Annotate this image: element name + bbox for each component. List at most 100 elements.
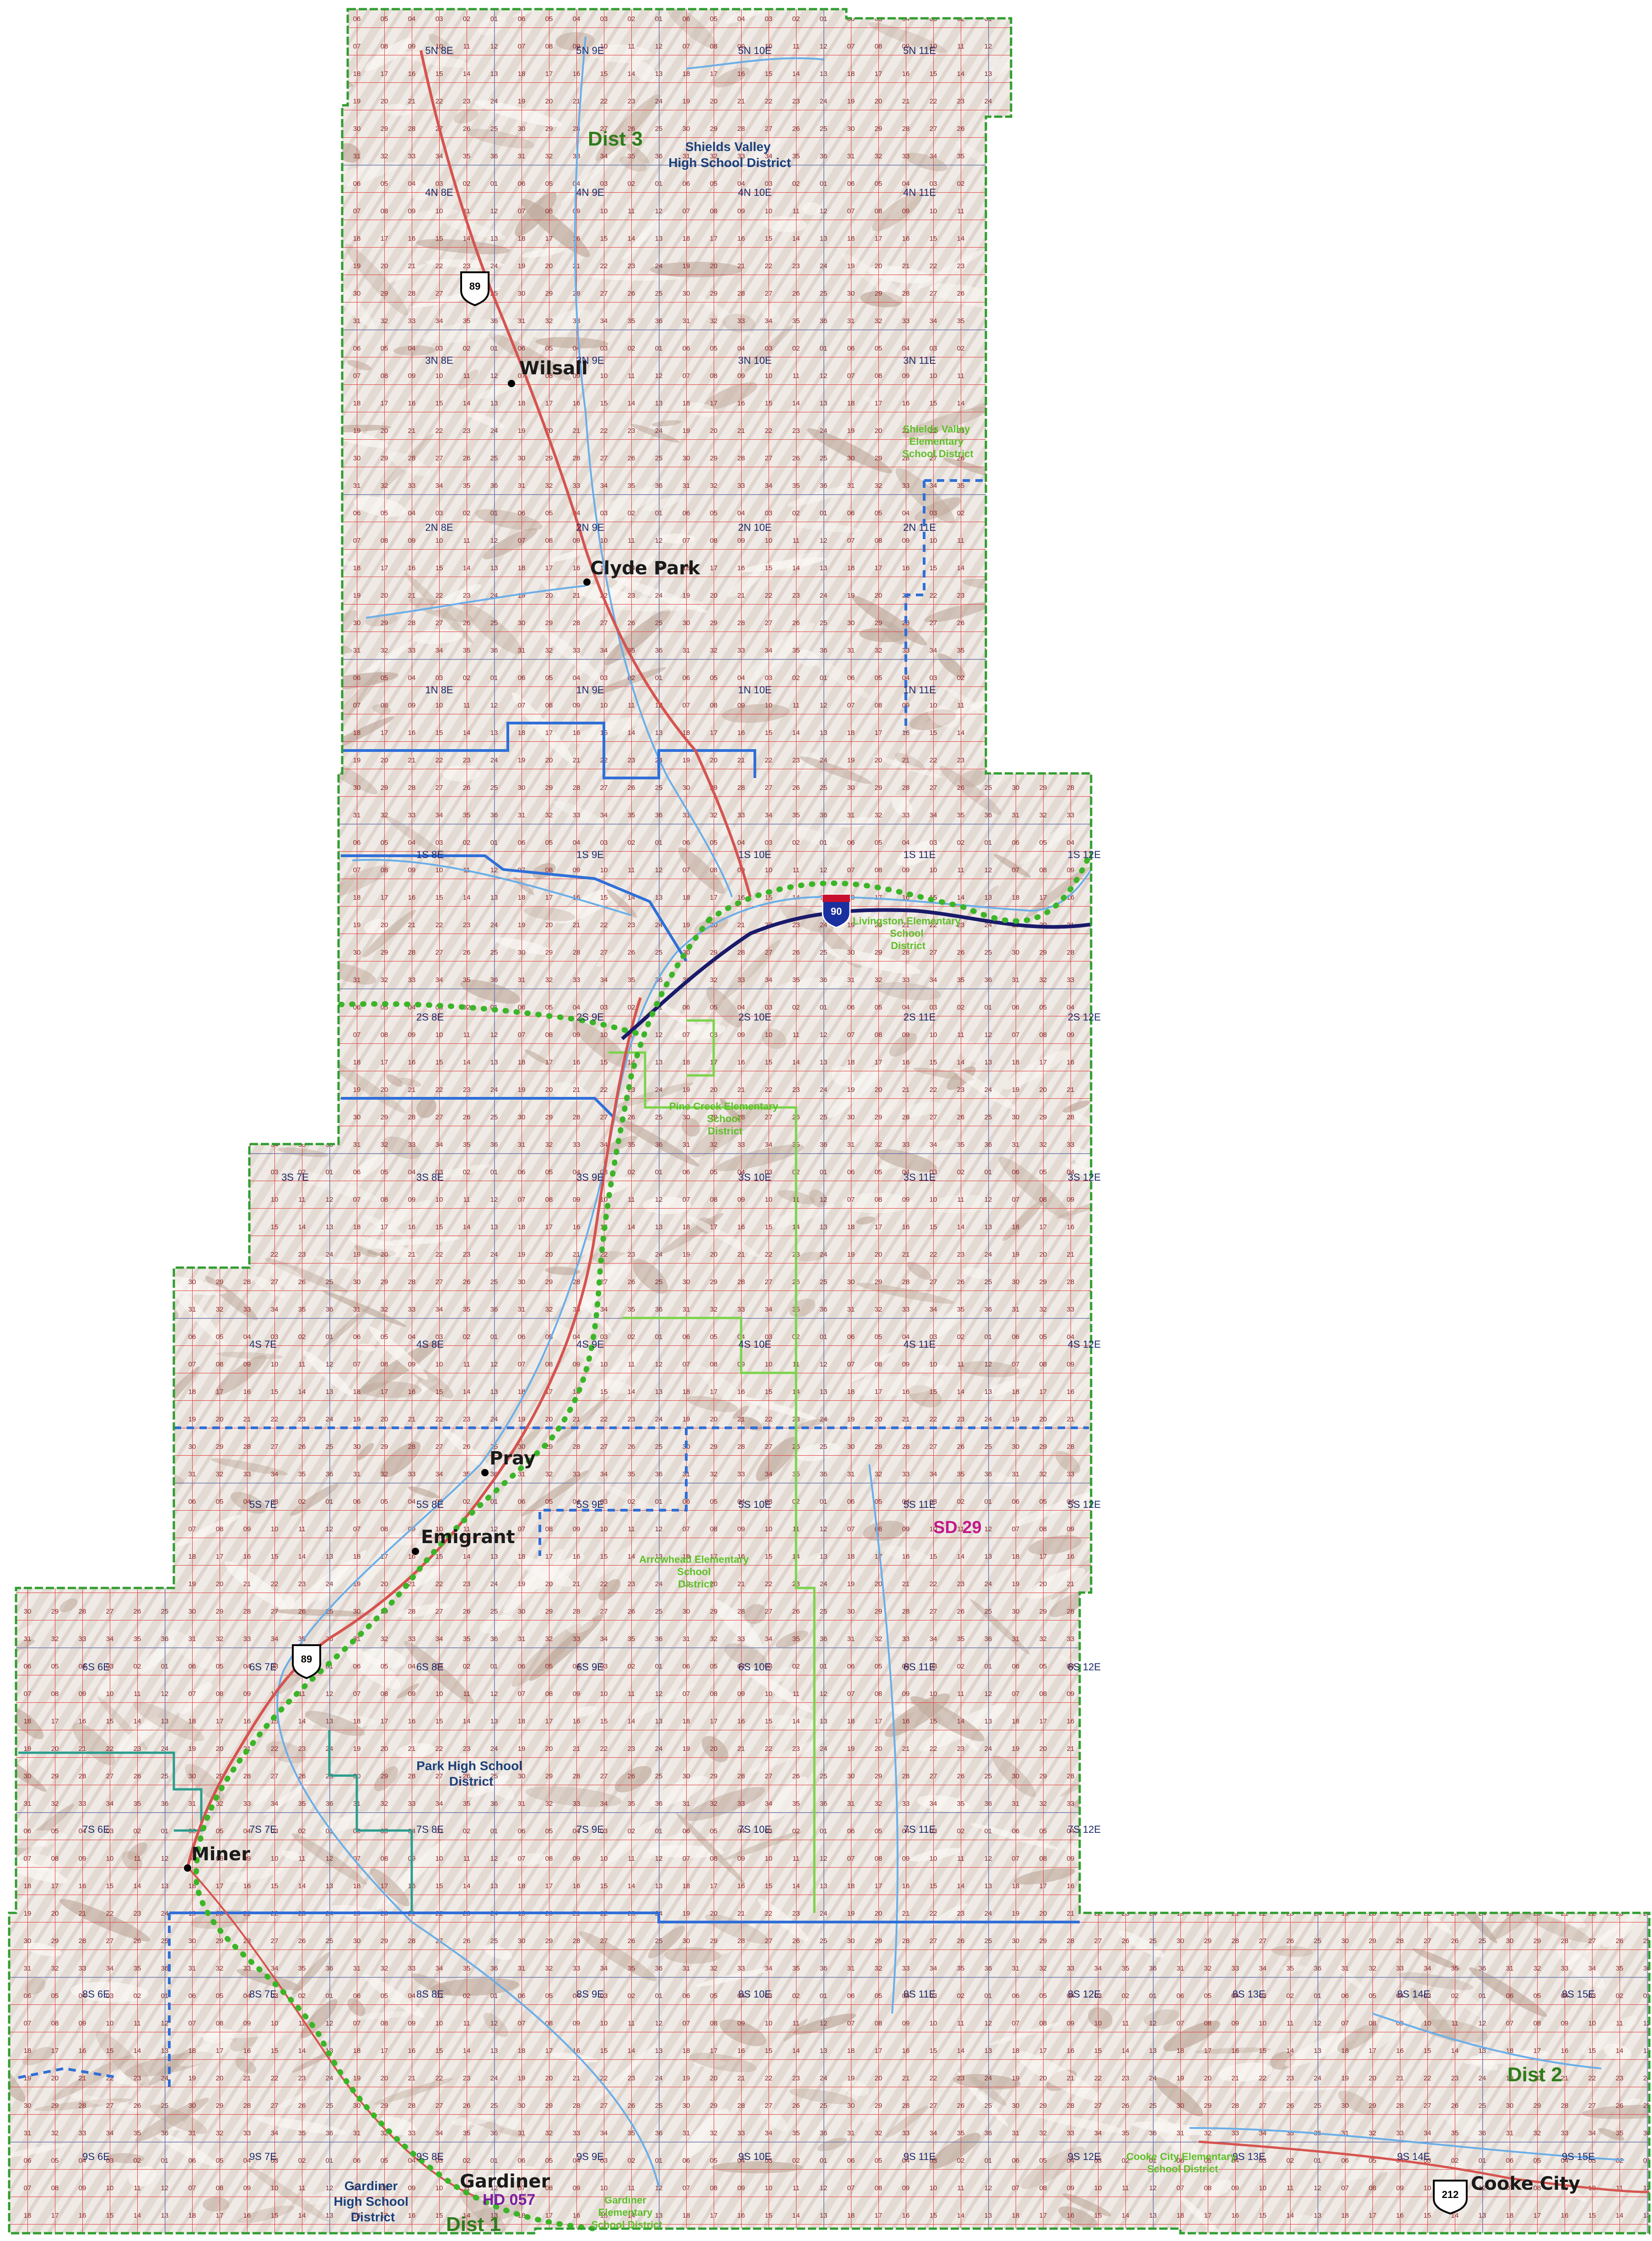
section-number: 08 bbox=[51, 866, 59, 874]
section-number: 27 bbox=[271, 1113, 279, 1121]
section-number: 07 bbox=[1177, 372, 1184, 380]
section-number: 34 bbox=[106, 1635, 114, 1643]
section-number: 14 bbox=[792, 564, 800, 572]
section-number: 09 bbox=[1067, 1690, 1075, 1698]
terrain-ridge bbox=[1391, 869, 1411, 889]
section-number: 19 bbox=[518, 756, 526, 764]
section-number: 14 bbox=[463, 1717, 471, 1725]
section-number: 30 bbox=[1341, 1608, 1349, 1615]
section-number: 12 bbox=[1149, 1690, 1157, 1698]
section-number: 08 bbox=[875, 43, 883, 50]
section-number: 14 bbox=[298, 1058, 306, 1066]
terrain-ridge bbox=[23, 797, 74, 836]
section-number: 09 bbox=[408, 207, 416, 215]
terrain-ridge bbox=[129, 897, 156, 911]
section-number: 01 bbox=[1643, 674, 1651, 682]
section-number: 06 bbox=[518, 1827, 526, 1835]
section-number: 12 bbox=[161, 1690, 169, 1698]
section-number: 32 bbox=[51, 1800, 59, 1808]
section-number: 09 bbox=[1067, 1361, 1075, 1368]
terrain-ridge bbox=[1111, 691, 1127, 707]
terrain-ridge bbox=[1373, 1813, 1406, 1825]
section-number: 27 bbox=[1424, 1608, 1431, 1615]
section-number: 23 bbox=[298, 1415, 306, 1423]
section-number: 10 bbox=[271, 866, 279, 874]
section-number: 14 bbox=[463, 400, 471, 407]
section-number: 33 bbox=[737, 1306, 745, 1313]
section-number: 18 bbox=[24, 1882, 32, 1890]
terrain-ridge bbox=[1269, 417, 1293, 439]
section-number: 29 bbox=[51, 1772, 59, 1780]
section-number: 09 bbox=[79, 1031, 86, 1039]
section-number: 07 bbox=[188, 866, 196, 874]
section-number: 01 bbox=[1314, 1168, 1322, 1176]
section-number: 06 bbox=[1012, 1004, 1020, 1011]
section-number: 11 bbox=[1451, 1361, 1458, 1368]
section-number: 13 bbox=[655, 1882, 663, 1890]
section-number: 36 bbox=[490, 1141, 498, 1149]
section-number: 36 bbox=[326, 317, 334, 325]
section-number: 32 bbox=[381, 1800, 388, 1808]
section-number: 36 bbox=[1643, 976, 1651, 984]
section-number: 06 bbox=[683, 1004, 690, 1011]
section-number: 36 bbox=[820, 152, 828, 160]
section-number: 33 bbox=[79, 317, 86, 325]
section-number: 07 bbox=[683, 1361, 690, 1368]
section-number: 04 bbox=[1561, 839, 1569, 847]
section-number: 19 bbox=[518, 427, 526, 435]
section-number: 04 bbox=[1232, 1168, 1239, 1176]
section-number: 32 bbox=[51, 1965, 59, 1972]
section-number: 14 bbox=[1122, 894, 1130, 902]
section-number: 20 bbox=[545, 97, 553, 105]
section-number: 07 bbox=[683, 207, 690, 215]
section-number: 25 bbox=[655, 784, 663, 792]
terrain-ridge bbox=[1541, 491, 1639, 515]
section-number: 13 bbox=[1643, 400, 1651, 407]
section-number: 14 bbox=[957, 1553, 965, 1561]
section-number: 14 bbox=[628, 1717, 635, 1725]
section-number: 15 bbox=[1094, 1553, 1102, 1561]
terrain-ridge bbox=[234, 915, 269, 950]
section-number: 29 bbox=[51, 784, 59, 792]
section-number: 17 bbox=[710, 400, 718, 407]
section-number: 21 bbox=[1232, 1086, 1239, 1094]
section-number: 17 bbox=[1534, 564, 1541, 572]
section-number: 33 bbox=[1396, 482, 1404, 490]
section-number: 34 bbox=[106, 1470, 114, 1478]
section-number: 26 bbox=[628, 290, 635, 297]
section-number: 20 bbox=[1204, 427, 1212, 435]
section-number: 16 bbox=[902, 235, 910, 243]
section-number: 16 bbox=[79, 70, 86, 78]
section-number: 14 bbox=[1122, 235, 1130, 243]
section-number: 25 bbox=[1149, 619, 1157, 627]
section-number: 12 bbox=[820, 207, 828, 215]
section-number: 35 bbox=[1616, 1470, 1624, 1478]
section-number: 07 bbox=[1177, 1031, 1184, 1039]
section-number: 32 bbox=[1369, 1141, 1377, 1149]
section-number: 27 bbox=[1094, 1113, 1102, 1121]
section-number: 01 bbox=[161, 1333, 169, 1341]
section-number: 18 bbox=[1506, 894, 1514, 902]
section-number: 22 bbox=[1094, 1086, 1102, 1094]
section-number: 16 bbox=[902, 1717, 910, 1725]
section-number: 26 bbox=[1286, 1113, 1294, 1121]
section-number: 13 bbox=[161, 1882, 169, 1890]
terrain-ridge bbox=[1581, 1508, 1649, 1544]
section-number: 25 bbox=[161, 454, 169, 462]
section-number: 03 bbox=[1424, 1333, 1431, 1341]
section-number: 03 bbox=[765, 345, 773, 352]
section-number: 26 bbox=[1286, 1443, 1294, 1451]
section-number: 13 bbox=[655, 1223, 663, 1231]
terrain-ridge bbox=[160, 39, 233, 54]
section-number: 12 bbox=[1149, 207, 1157, 215]
section-number: 11 bbox=[957, 1361, 964, 1368]
section-number: 29 bbox=[381, 1278, 388, 1286]
section-number: 30 bbox=[1177, 1278, 1184, 1286]
section-number: 21 bbox=[243, 1415, 251, 1423]
section-number: 02 bbox=[1451, 1168, 1459, 1176]
section-number: 12 bbox=[985, 1031, 992, 1039]
section-number: 31 bbox=[518, 1800, 526, 1808]
section-number: 21 bbox=[573, 921, 581, 929]
section-number: 20 bbox=[1039, 1580, 1047, 1588]
section-number: 09 bbox=[573, 537, 581, 545]
